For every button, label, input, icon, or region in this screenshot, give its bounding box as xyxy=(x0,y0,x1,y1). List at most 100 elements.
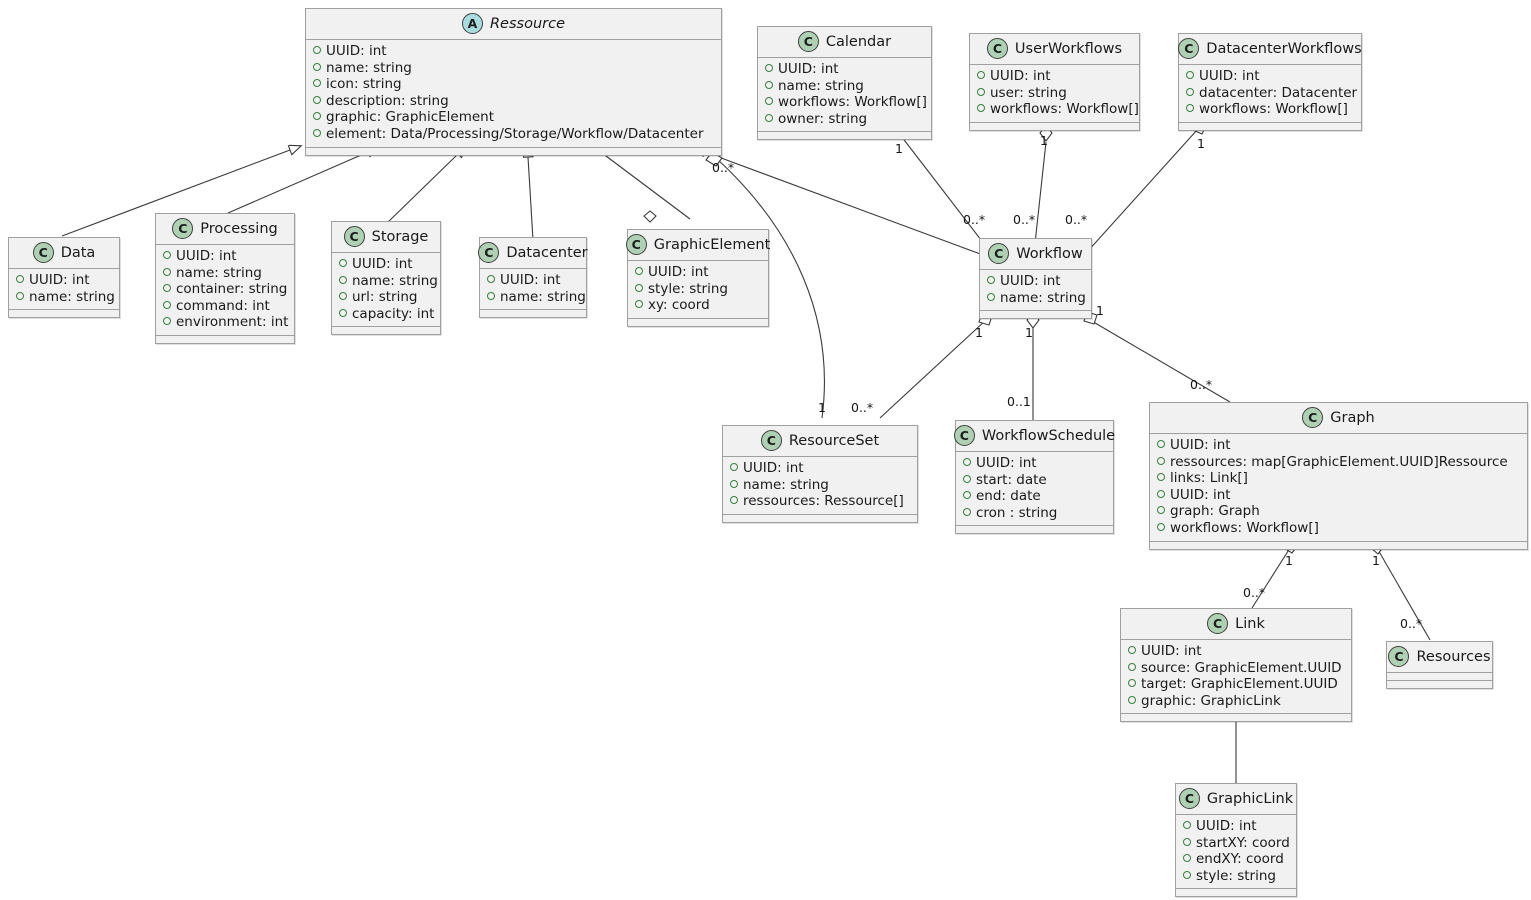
method-list xyxy=(9,310,119,318)
attribute-row: UUID: int xyxy=(765,61,924,78)
attribute-text: UUID: int xyxy=(778,61,839,77)
attribute-row: workflows: Workflow[] xyxy=(1186,101,1354,118)
attribute-text: workflows: Workflow[] xyxy=(1170,519,1319,536)
edge-datacenterworkflows-workflow xyxy=(1077,129,1198,263)
attribute-row: start: date xyxy=(963,472,1106,489)
edge-ressource-graphicelement xyxy=(597,149,691,220)
method-list xyxy=(970,122,1139,130)
class-header: C Graph xyxy=(1150,403,1527,433)
class-link[interactable]: C Link UUID: int source: GraphicElement.… xyxy=(1120,608,1352,723)
class-icon: C xyxy=(32,242,54,263)
divider xyxy=(956,525,1113,527)
attribute-row: name: string xyxy=(339,273,438,290)
attribute-text: UUID: int xyxy=(648,264,709,280)
method-list xyxy=(306,147,721,155)
class-ressource[interactable]: A Ressource UUID: int name: string icon:… xyxy=(305,8,722,156)
attribute-text: name: string xyxy=(326,59,412,76)
attribute-text: UUID: int xyxy=(29,272,90,288)
method-list xyxy=(758,132,931,140)
class-graph[interactable]: C Graph UUID: int ressources: map[Graphi… xyxy=(1149,402,1528,550)
class-userworkflows[interactable]: C UserWorkflows UUID: int user: string w… xyxy=(969,33,1140,131)
class-header: C Workflow xyxy=(980,239,1091,269)
class-storage[interactable]: C Storage UUID: int name: string url: st… xyxy=(331,221,441,336)
class-graphiclink[interactable]: C GraphicLink UUID: int startXY: coord e… xyxy=(1175,783,1297,898)
class-icon: C xyxy=(797,31,819,52)
class-title: Data xyxy=(60,244,96,261)
attribute-row: UUID: int xyxy=(977,68,1132,85)
divider xyxy=(332,326,440,328)
attribute-text: style: string xyxy=(648,280,728,297)
class-graphicelement[interactable]: C GraphicElement UUID: int style: string… xyxy=(625,229,770,327)
class-resources[interactable]: C Resources xyxy=(1386,641,1493,689)
class-title: Workflow xyxy=(1016,245,1083,262)
attribute-text: start: date xyxy=(976,471,1047,488)
attribute-text: name: string xyxy=(778,77,864,94)
multiplicity-label: 1 xyxy=(895,141,903,156)
attribute-list: UUID: int name: string ressources: Resso… xyxy=(723,457,917,514)
class-header: C Processing xyxy=(156,214,294,244)
attribute-row: graphic: GraphicLink xyxy=(1128,693,1344,710)
class-datacenter[interactable]: C Datacenter UUID: int name: string xyxy=(478,237,588,319)
attribute-text: ressources: map[GraphicElement.UUID]Ress… xyxy=(1170,453,1508,470)
class-title: ResourceSet xyxy=(788,432,880,449)
attribute-row: workflows: Workflow[] xyxy=(765,94,927,111)
attribute-text: name: string xyxy=(743,476,829,493)
attribute-row: workflows: Workflow[] xyxy=(1157,520,1520,537)
divider xyxy=(332,252,440,253)
class-data[interactable]: C Data UUID: int name: string xyxy=(8,237,120,319)
attribute-text: target: GraphicElement.UUID xyxy=(1141,676,1338,693)
attribute-row: UUID: int xyxy=(635,264,761,281)
attribute-list xyxy=(1387,673,1492,680)
method-list xyxy=(1150,541,1527,549)
attribute-text: graph: Graph xyxy=(1170,503,1260,520)
attribute-text: UUID: int xyxy=(1170,437,1231,453)
attribute-text: UUID: int xyxy=(1141,643,1202,659)
class-header: A Ressource xyxy=(306,9,721,39)
edge-datacenter-ressource xyxy=(528,157,533,241)
class-workflow[interactable]: C Workflow UUID: int name: string xyxy=(979,238,1092,320)
divider xyxy=(723,513,917,515)
method-list xyxy=(723,514,917,522)
attribute-text: icon: string xyxy=(326,76,402,93)
attribute-text: name: string xyxy=(352,272,438,289)
divider xyxy=(306,146,721,148)
attribute-text: UUID: int xyxy=(990,68,1051,84)
multiplicity-label: 0..* xyxy=(1243,585,1266,600)
divider xyxy=(9,309,119,311)
attribute-row: owner: string xyxy=(765,111,924,128)
attribute-row: capacity: int xyxy=(339,306,434,323)
method-list xyxy=(628,318,768,326)
divider xyxy=(758,57,931,58)
attribute-text: graphic: GraphicElement xyxy=(326,109,495,126)
attribute-row: UUID: int xyxy=(730,460,910,477)
attribute-text: UUID: int xyxy=(326,43,387,59)
attribute-text: name: string xyxy=(176,264,262,281)
attribute-list: UUID: int datacenter: Datacenter workflo… xyxy=(1179,65,1361,122)
class-header: C Calendar xyxy=(758,27,931,57)
divider xyxy=(9,268,119,269)
method-list xyxy=(1121,714,1351,722)
class-workflowschedule[interactable]: C WorkflowSchedule UUID: int start: date… xyxy=(953,420,1115,535)
visibility-icon xyxy=(1128,662,1136,671)
attribute-text: links: Link[] xyxy=(1170,470,1248,487)
visibility-icon xyxy=(765,113,773,122)
visibility-icon xyxy=(339,275,347,284)
class-datacenterworkflows[interactable]: C DatacenterWorkflows UUID: int datacent… xyxy=(1178,33,1362,131)
class-calendar[interactable]: C Calendar UUID: int name: string workfl… xyxy=(757,26,932,141)
attribute-text: graphic: GraphicLink xyxy=(1141,692,1281,709)
attribute-text: workflows: Workflow[] xyxy=(778,94,927,111)
attribute-row: xy: coord xyxy=(635,297,761,314)
class-header: C ResourceSet xyxy=(723,426,917,456)
visibility-icon xyxy=(487,291,495,300)
attribute-row: name: string xyxy=(313,60,714,77)
multiplicity-label: 0..* xyxy=(851,400,874,415)
attribute-text: name: string xyxy=(1000,289,1086,306)
class-processing[interactable]: C Processing UUID: int name: string cont… xyxy=(155,213,295,344)
class-icon: C xyxy=(953,425,975,446)
attribute-text: workflows: Workflow[] xyxy=(990,101,1139,118)
class-resourceset[interactable]: C ResourceSet UUID: int name: string res… xyxy=(722,425,918,523)
attribute-text: style: string xyxy=(1196,867,1276,884)
edge-storage-ressource xyxy=(385,154,458,225)
attribute-text: environment: int xyxy=(176,314,289,331)
attribute-text: UUID: int xyxy=(743,460,804,476)
